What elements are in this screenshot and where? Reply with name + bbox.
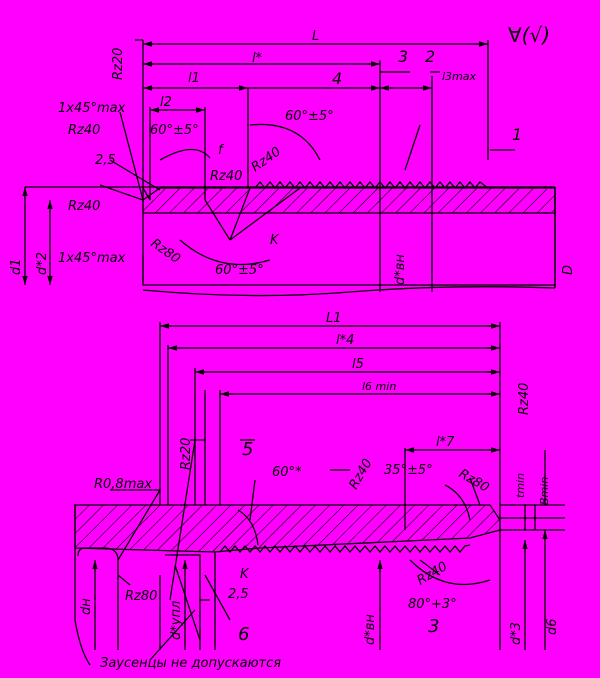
top-break-line (142, 286, 556, 297)
label-l7: l*7 (436, 435, 455, 450)
label-rz40-c: Rz40 (210, 169, 242, 184)
label-angle-c: 60°±5° (215, 263, 264, 278)
label-rz40-d: Rz40 (249, 144, 284, 175)
label-rz80: Rz80 (148, 236, 183, 267)
label-d2: d*2 (35, 252, 50, 275)
label-L1: L1 (326, 311, 342, 326)
label-rz40-a-bottom: Rz40 (517, 383, 532, 415)
label-d1: d1 (9, 258, 24, 275)
bottom-wall-section (74, 504, 501, 553)
label-f: f (218, 143, 225, 158)
label-angle-a: 60°±5° (150, 123, 199, 138)
label-angle-35: 35°±5° (384, 463, 433, 478)
burrs-note: Заусенцы не допускаются (100, 656, 281, 671)
top-leaders (99, 71, 515, 241)
label-Bmin: Bmin (538, 477, 551, 505)
bottom-pipe-outline (74, 505, 501, 650)
bottom-break-line (74, 619, 91, 666)
top-thread (254, 180, 489, 190)
label-width-2-5-bottom: 2,5 (228, 587, 249, 602)
callout-4: 4 (332, 69, 342, 88)
bottom-ext-lines (159, 322, 546, 530)
label-l5: l5 (352, 357, 364, 372)
label-d6: d6 (545, 618, 560, 635)
label-l3max: l3max (442, 70, 477, 83)
label-k: K (270, 233, 280, 248)
label-rz40-c-bottom: Rz40 (415, 559, 451, 588)
label-dvn: d*вн (393, 254, 408, 285)
bottom-leaders (110, 439, 481, 661)
label-width-2-5: 2,5 (95, 153, 116, 168)
label-rz80-b-bottom: Rz80 (125, 589, 157, 604)
label-rz40-b-bottom: Rz40 (346, 456, 375, 492)
label-tmin: tmin (514, 473, 527, 498)
callout-5: 5 (242, 439, 253, 460)
label-d3: d*3 (509, 622, 524, 645)
label-dupl: d*упл (169, 601, 184, 640)
bottom-view (74, 322, 565, 666)
callout-1: 1 (512, 125, 522, 144)
callout-2: 2 (425, 47, 435, 66)
callout-6: 6 (238, 624, 249, 645)
label-radius: R0,8max (94, 477, 152, 492)
label-l2: l2 (160, 95, 172, 110)
label-rz20-bottom: Rz20 (179, 438, 194, 470)
label-dn: dн (79, 598, 94, 615)
label-angle-60: 60°* (272, 465, 302, 480)
label-l-star: l* (252, 51, 263, 66)
label-rz80-a-bottom: Rz80 (456, 466, 492, 495)
bottom-thread (219, 544, 471, 554)
bottom-right-ticks (500, 504, 565, 531)
label-rz20: Rz20 (111, 48, 126, 80)
top-angle-arcs (159, 123, 321, 266)
callout-3: 3 (398, 47, 408, 66)
label-angle-b: 60°±5° (285, 109, 334, 124)
top-view (22, 39, 556, 297)
label-rz40-a: Rz40 (68, 123, 100, 138)
top-chamfer (142, 187, 151, 285)
label-l6: l6 min (362, 380, 396, 393)
label-l4: l*4 (336, 333, 354, 348)
label-chamfer-top: 1x45°max (58, 101, 126, 116)
roughness-symbol: ∀(√) (508, 23, 550, 47)
label-chamfer-bottom: 1x45°max (58, 251, 126, 266)
label-angle-80: 80°+3° (408, 597, 457, 612)
label-L: L (312, 29, 319, 44)
label-dvn-bottom: d*вн (363, 614, 378, 645)
bottom-angle-arcs (237, 484, 491, 586)
label-D: D (561, 265, 576, 275)
callout-3-bottom: 3 (428, 616, 439, 637)
label-l1: l1 (188, 71, 200, 86)
label-k-bottom: K (240, 567, 250, 582)
label-rz40-b: Rz40 (68, 199, 100, 214)
